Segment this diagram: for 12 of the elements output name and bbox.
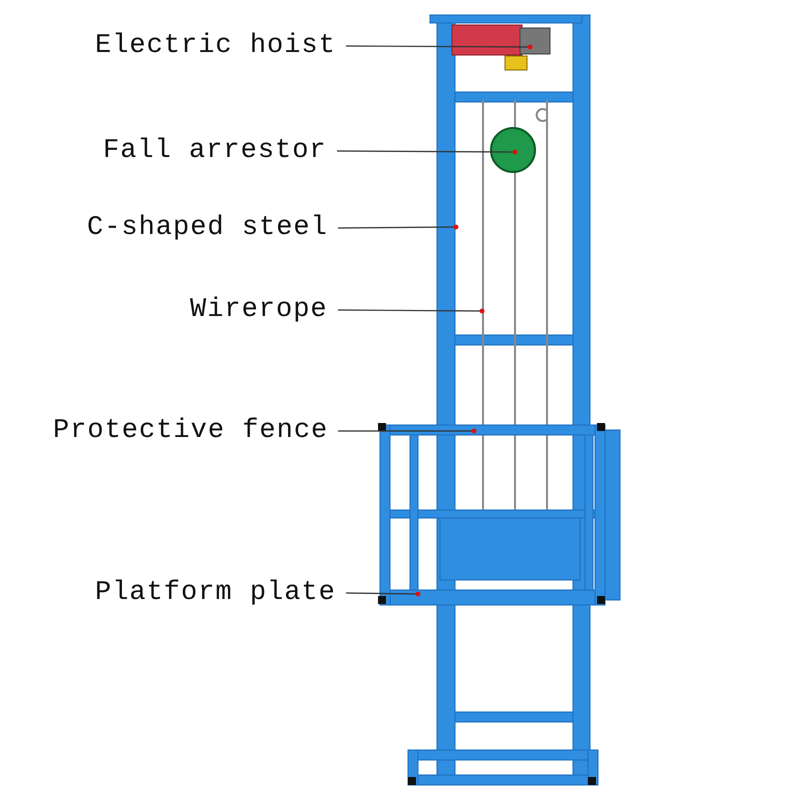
leader-line bbox=[337, 150, 518, 154]
part-label: Protective fence bbox=[53, 416, 328, 446]
leader-line bbox=[338, 224, 458, 230]
part-label: Electric hoist bbox=[95, 31, 336, 61]
leader-line bbox=[338, 428, 476, 434]
part-label: Wirerope bbox=[190, 295, 328, 325]
part-label: C-shaped steel bbox=[87, 213, 328, 243]
leader-line bbox=[338, 308, 484, 314]
leader-line bbox=[346, 592, 420, 596]
leader-line bbox=[346, 44, 532, 50]
part-label: Platform plate bbox=[95, 578, 336, 608]
part-label: Fall arrestor bbox=[103, 136, 327, 166]
